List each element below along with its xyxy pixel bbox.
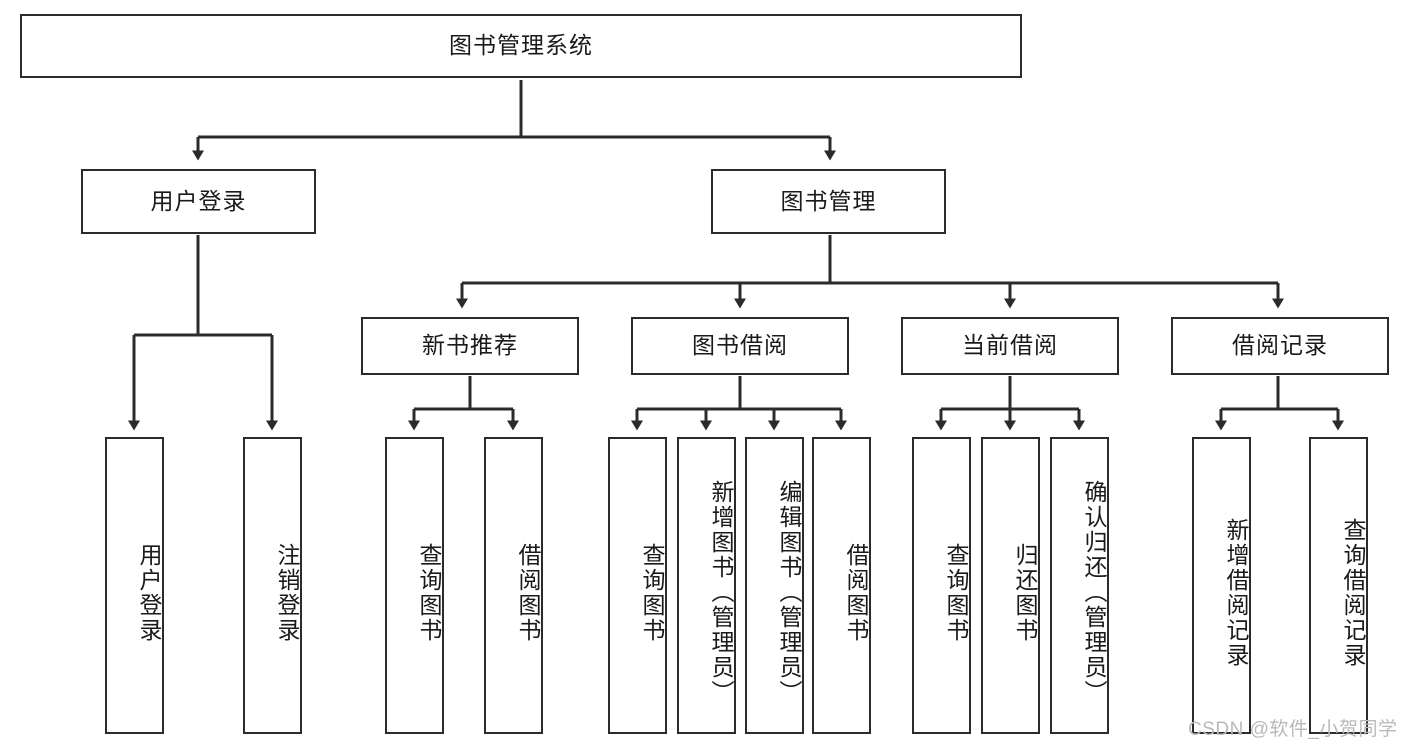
node-current-borrow-label: 当前借阅	[962, 332, 1058, 359]
node-leaf-borrow-book-2[interactable]: 借阅图书	[812, 437, 871, 734]
node-leaf-borrow-book-2-label: 借阅图书	[843, 542, 869, 643]
node-leaf-query-record-label: 查询借阅记录	[1340, 517, 1366, 668]
node-leaf-user-login-label: 用户登录	[136, 542, 162, 643]
node-book-management-label: 图书管理	[780, 187, 877, 214]
node-root-label: 图书管理系统	[449, 32, 593, 59]
node-current-borrow[interactable]: 当前借阅	[901, 317, 1119, 375]
node-leaf-edit-book-label: 编辑图书（管理员）	[776, 480, 802, 705]
node-leaf-add-record[interactable]: 新增借阅记录	[1192, 437, 1251, 734]
node-leaf-user-logout-label: 注销登录	[274, 542, 300, 643]
node-new-book-recommend-label: 新书推荐	[422, 332, 518, 359]
node-leaf-query-book-1[interactable]: 查询图书	[385, 437, 444, 734]
node-user-login[interactable]: 用户登录	[81, 169, 316, 234]
node-borrow-record-label: 借阅记录	[1232, 332, 1328, 359]
node-user-login-label: 用户登录	[150, 187, 247, 214]
csdn-watermark: CSDN @软件_小贺同学	[1188, 719, 1398, 740]
node-leaf-query-book-2-label: 查询图书	[639, 542, 665, 643]
node-leaf-query-book-3-label: 查询图书	[943, 542, 969, 643]
node-borrow-record[interactable]: 借阅记录	[1171, 317, 1389, 375]
node-book-borrow-label: 图书借阅	[692, 332, 788, 359]
node-leaf-user-login[interactable]: 用户登录	[105, 437, 164, 734]
node-leaf-return-book-label: 归还图书	[1012, 542, 1038, 643]
node-book-management[interactable]: 图书管理	[711, 169, 946, 234]
node-book-borrow[interactable]: 图书借阅	[631, 317, 849, 375]
node-leaf-add-record-label: 新增借阅记录	[1223, 517, 1249, 668]
node-leaf-add-book-label: 新增图书（管理员）	[708, 480, 734, 705]
node-leaf-query-book-3[interactable]: 查询图书	[912, 437, 971, 734]
node-leaf-add-book[interactable]: 新增图书（管理员）	[677, 437, 736, 734]
node-leaf-confirm-return[interactable]: 确认归还（管理员）	[1050, 437, 1109, 734]
node-leaf-query-record[interactable]: 查询借阅记录	[1309, 437, 1368, 734]
node-leaf-query-book-1-label: 查询图书	[416, 542, 442, 643]
node-root[interactable]: 图书管理系统	[20, 14, 1022, 78]
node-leaf-borrow-book-1-label: 借阅图书	[515, 542, 541, 643]
node-leaf-user-logout[interactable]: 注销登录	[243, 437, 302, 734]
node-leaf-edit-book[interactable]: 编辑图书（管理员）	[745, 437, 804, 734]
node-leaf-borrow-book-1[interactable]: 借阅图书	[484, 437, 543, 734]
node-leaf-query-book-2[interactable]: 查询图书	[608, 437, 667, 734]
node-leaf-confirm-return-label: 确认归还（管理员）	[1081, 480, 1107, 705]
node-leaf-return-book[interactable]: 归还图书	[981, 437, 1040, 734]
node-new-book-recommend[interactable]: 新书推荐	[361, 317, 579, 375]
